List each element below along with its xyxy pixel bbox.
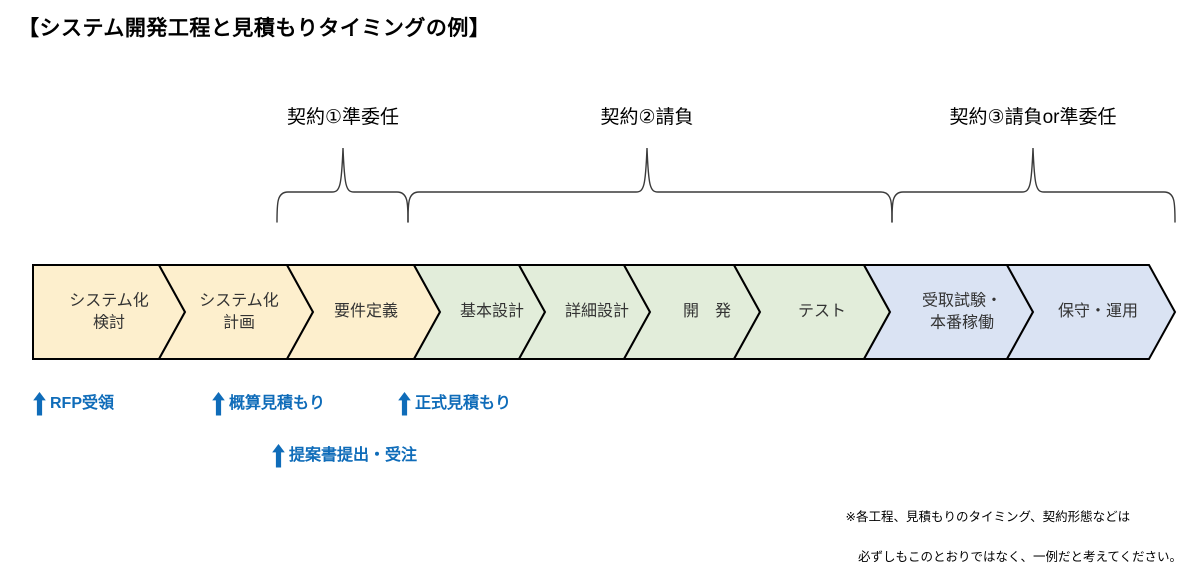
contract-label-1: 契約①準委任 — [286, 107, 400, 128]
milestone-marker-1: RFP受領 — [33, 392, 114, 416]
diagram-canvas: 【システム開発工程と見積もりタイミングの例】 契約①準委任 契約②請負 契約③請負o… — [18, 17, 1182, 564]
up-arrow-icon — [33, 392, 46, 416]
up-arrow-icon — [272, 444, 285, 468]
process-chevron-1[interactable] — [32, 264, 187, 360]
milestone-marker-2: 概算見積もり — [212, 392, 325, 416]
milestone-marker-4: 提案書提出・受注 — [272, 444, 417, 468]
process-chevron-layer — [32, 264, 1177, 360]
footnote-line-1: ※各工程、見積もりのタイミング、契約形態などは — [845, 510, 1131, 524]
milestone-label-4: 提案書提出・受注 — [289, 447, 418, 464]
up-arrow-icon — [398, 392, 411, 416]
milestone-label-2: 概算見積もり — [229, 395, 326, 412]
milestone-label-1: RFP受領 — [50, 395, 115, 412]
process-chevron-8[interactable] — [862, 264, 1035, 360]
footnote-line-2: 必ずしもこのとおりではなく、一例だと考えてください。 — [845, 550, 1182, 564]
contract-label-2: 契約②請負 — [600, 107, 694, 128]
process-chevron-9[interactable] — [1005, 264, 1177, 360]
contract-label-3: 契約③請負or準委任 — [949, 107, 1117, 128]
page-title: 【システム開発工程と見積もりタイミングの例】 — [18, 17, 491, 40]
up-arrow-icon — [212, 392, 225, 416]
milestone-label-3: 正式見積もり — [415, 395, 512, 412]
milestone-marker-3: 正式見積もり — [398, 392, 511, 416]
footnote: ※各工程、見積もりのタイミング、契約形態などは 必ずしもこのとおりではなく、一例… — [845, 487, 1182, 567]
